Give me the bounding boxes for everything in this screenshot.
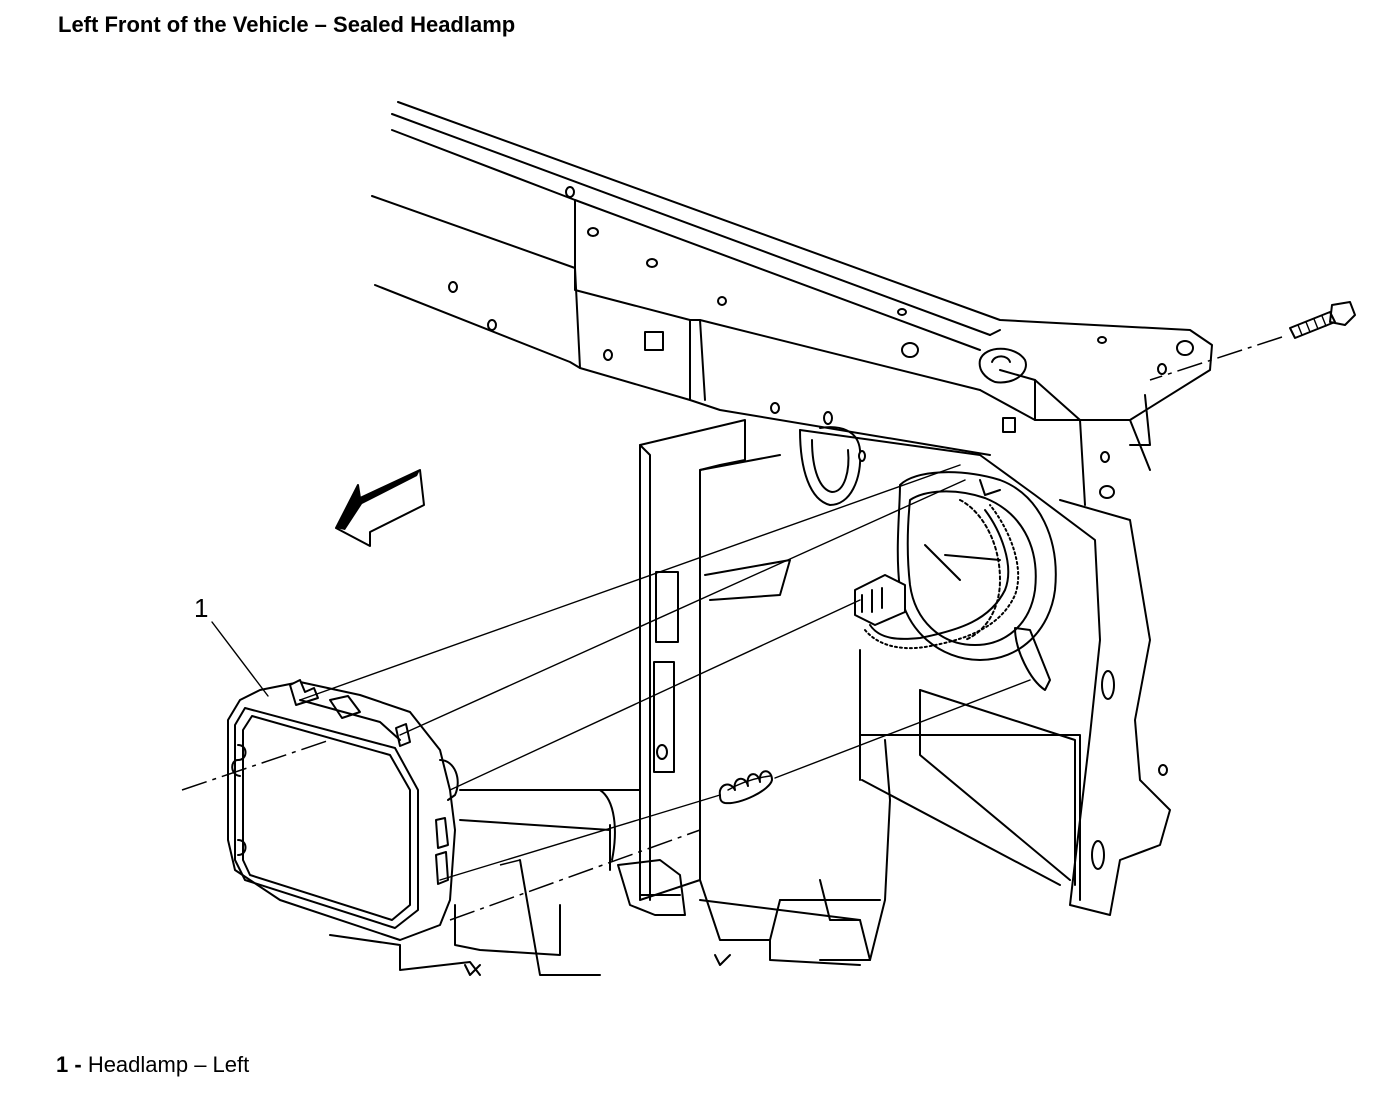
- parts-legend: 1 - Headlamp – Left: [56, 1052, 249, 1078]
- legend-item-label: Headlamp – Left: [87, 1052, 250, 1077]
- legend-item-number: 1 -: [56, 1052, 82, 1077]
- radiator-support-upper-rail: [371, 101, 1213, 506]
- front-direction-arrow-icon: [335, 469, 425, 547]
- diagram-title: Left Front of the Vehicle – Sealed Headl…: [58, 12, 516, 37]
- headlamp-mounting-housing: [779, 426, 1171, 961]
- callout-number-1: 1: [194, 593, 208, 623]
- bolt-icon: [1289, 301, 1356, 339]
- headlamp-electrical-connector: [854, 504, 1020, 650]
- spring-icon: [718, 770, 773, 805]
- alignment-lines: [181, 336, 1283, 921]
- sealed-headlamp-left: [227, 679, 459, 941]
- radiator-support-lower-rail: [329, 789, 871, 976]
- callout-1: 1: [194, 593, 269, 697]
- radiator-support-vertical-post: [599, 419, 791, 916]
